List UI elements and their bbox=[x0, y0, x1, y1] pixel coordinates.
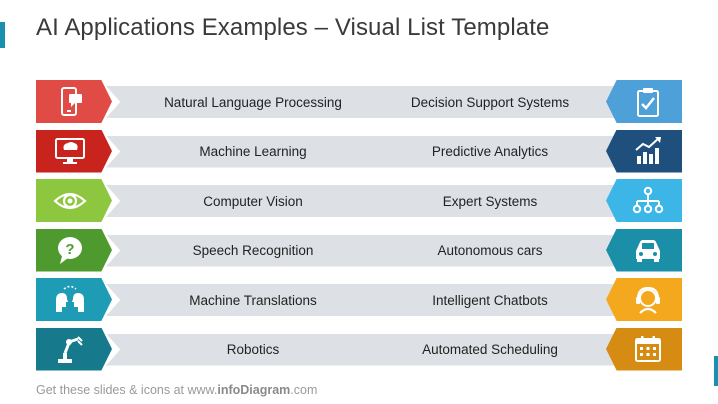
list-item-machine-learning: Machine Learning bbox=[36, 129, 392, 173]
list-item-decision-support: Decision Support Systems bbox=[362, 80, 682, 123]
list-item-label: Robotics bbox=[106, 333, 392, 366]
footer-prefix: Get these slides & icons at www. bbox=[36, 383, 218, 397]
mobile-chat-icon bbox=[36, 80, 112, 123]
list-item-label: Decision Support Systems bbox=[366, 86, 624, 118]
svg-text:?: ? bbox=[65, 241, 74, 258]
hierarchy-icon bbox=[606, 179, 682, 222]
list-item-robotics: Robotics bbox=[36, 327, 392, 371]
list-row: ? Speech Recognition Autonomous cars bbox=[0, 228, 718, 272]
list-item-label: Predictive Analytics bbox=[366, 135, 624, 168]
list-item-expert-systems: Expert Systems bbox=[362, 179, 682, 222]
list-row: Machine Learning Predictive Analytics bbox=[0, 129, 718, 173]
list-item-label: Expert Systems bbox=[366, 185, 624, 217]
list-item-computer-vision: Computer Vision bbox=[36, 179, 392, 222]
list-item-label: Machine Learning bbox=[106, 135, 392, 168]
robot-arm-icon bbox=[36, 327, 112, 371]
title-accent-bar bbox=[0, 22, 5, 48]
list-item-autonomous-cars: Autonomous cars bbox=[362, 228, 682, 272]
list-item-label: Automated Scheduling bbox=[366, 333, 624, 366]
question-speech-icon: ? bbox=[36, 228, 112, 272]
growth-chart-icon bbox=[606, 129, 682, 173]
list-item-label: Autonomous cars bbox=[366, 234, 624, 267]
footer-brand: infoDiagram bbox=[217, 383, 291, 397]
footer-suffix: .com bbox=[290, 383, 318, 397]
footer-credit: Get these slides & icons at www.infoDiag… bbox=[36, 383, 317, 397]
car-icon bbox=[606, 228, 682, 272]
list-item-machine-translations: Machine Translations bbox=[36, 278, 392, 321]
list-item-intelligent-chatbots: Intelligent Chatbots bbox=[362, 278, 682, 321]
page-title: AI Applications Examples – Visual List T… bbox=[36, 14, 550, 41]
two-heads-icon bbox=[36, 278, 112, 321]
list-item-predictive-analytics: Predictive Analytics bbox=[362, 129, 682, 173]
list-item-automated-scheduling: Automated Scheduling bbox=[362, 327, 682, 371]
list-row: Machine Translations Intelligent Chatbot… bbox=[0, 278, 718, 321]
corner-accent-bar bbox=[714, 356, 718, 386]
headset-agent-icon bbox=[606, 278, 682, 321]
list-item-label: Intelligent Chatbots bbox=[366, 284, 624, 316]
eye-icon bbox=[36, 179, 112, 222]
list-row: Robotics Automated Scheduling bbox=[0, 327, 718, 371]
calendar-icon bbox=[606, 327, 682, 371]
list-item-speech-recognition: ? Speech Recognition bbox=[36, 228, 392, 272]
clipboard-check-icon bbox=[606, 80, 682, 123]
list-item-label: Computer Vision bbox=[106, 185, 392, 217]
list-row: Natural Language Processing Decision Sup… bbox=[0, 80, 718, 123]
list-item-label: Speech Recognition bbox=[106, 234, 392, 267]
list-row: Computer Vision Expert Systems bbox=[0, 179, 718, 222]
list-item-label: Machine Translations bbox=[106, 284, 392, 316]
brain-monitor-icon bbox=[36, 129, 112, 173]
list-item-nlp: Natural Language Processing bbox=[36, 80, 392, 123]
list-item-label: Natural Language Processing bbox=[106, 86, 392, 118]
